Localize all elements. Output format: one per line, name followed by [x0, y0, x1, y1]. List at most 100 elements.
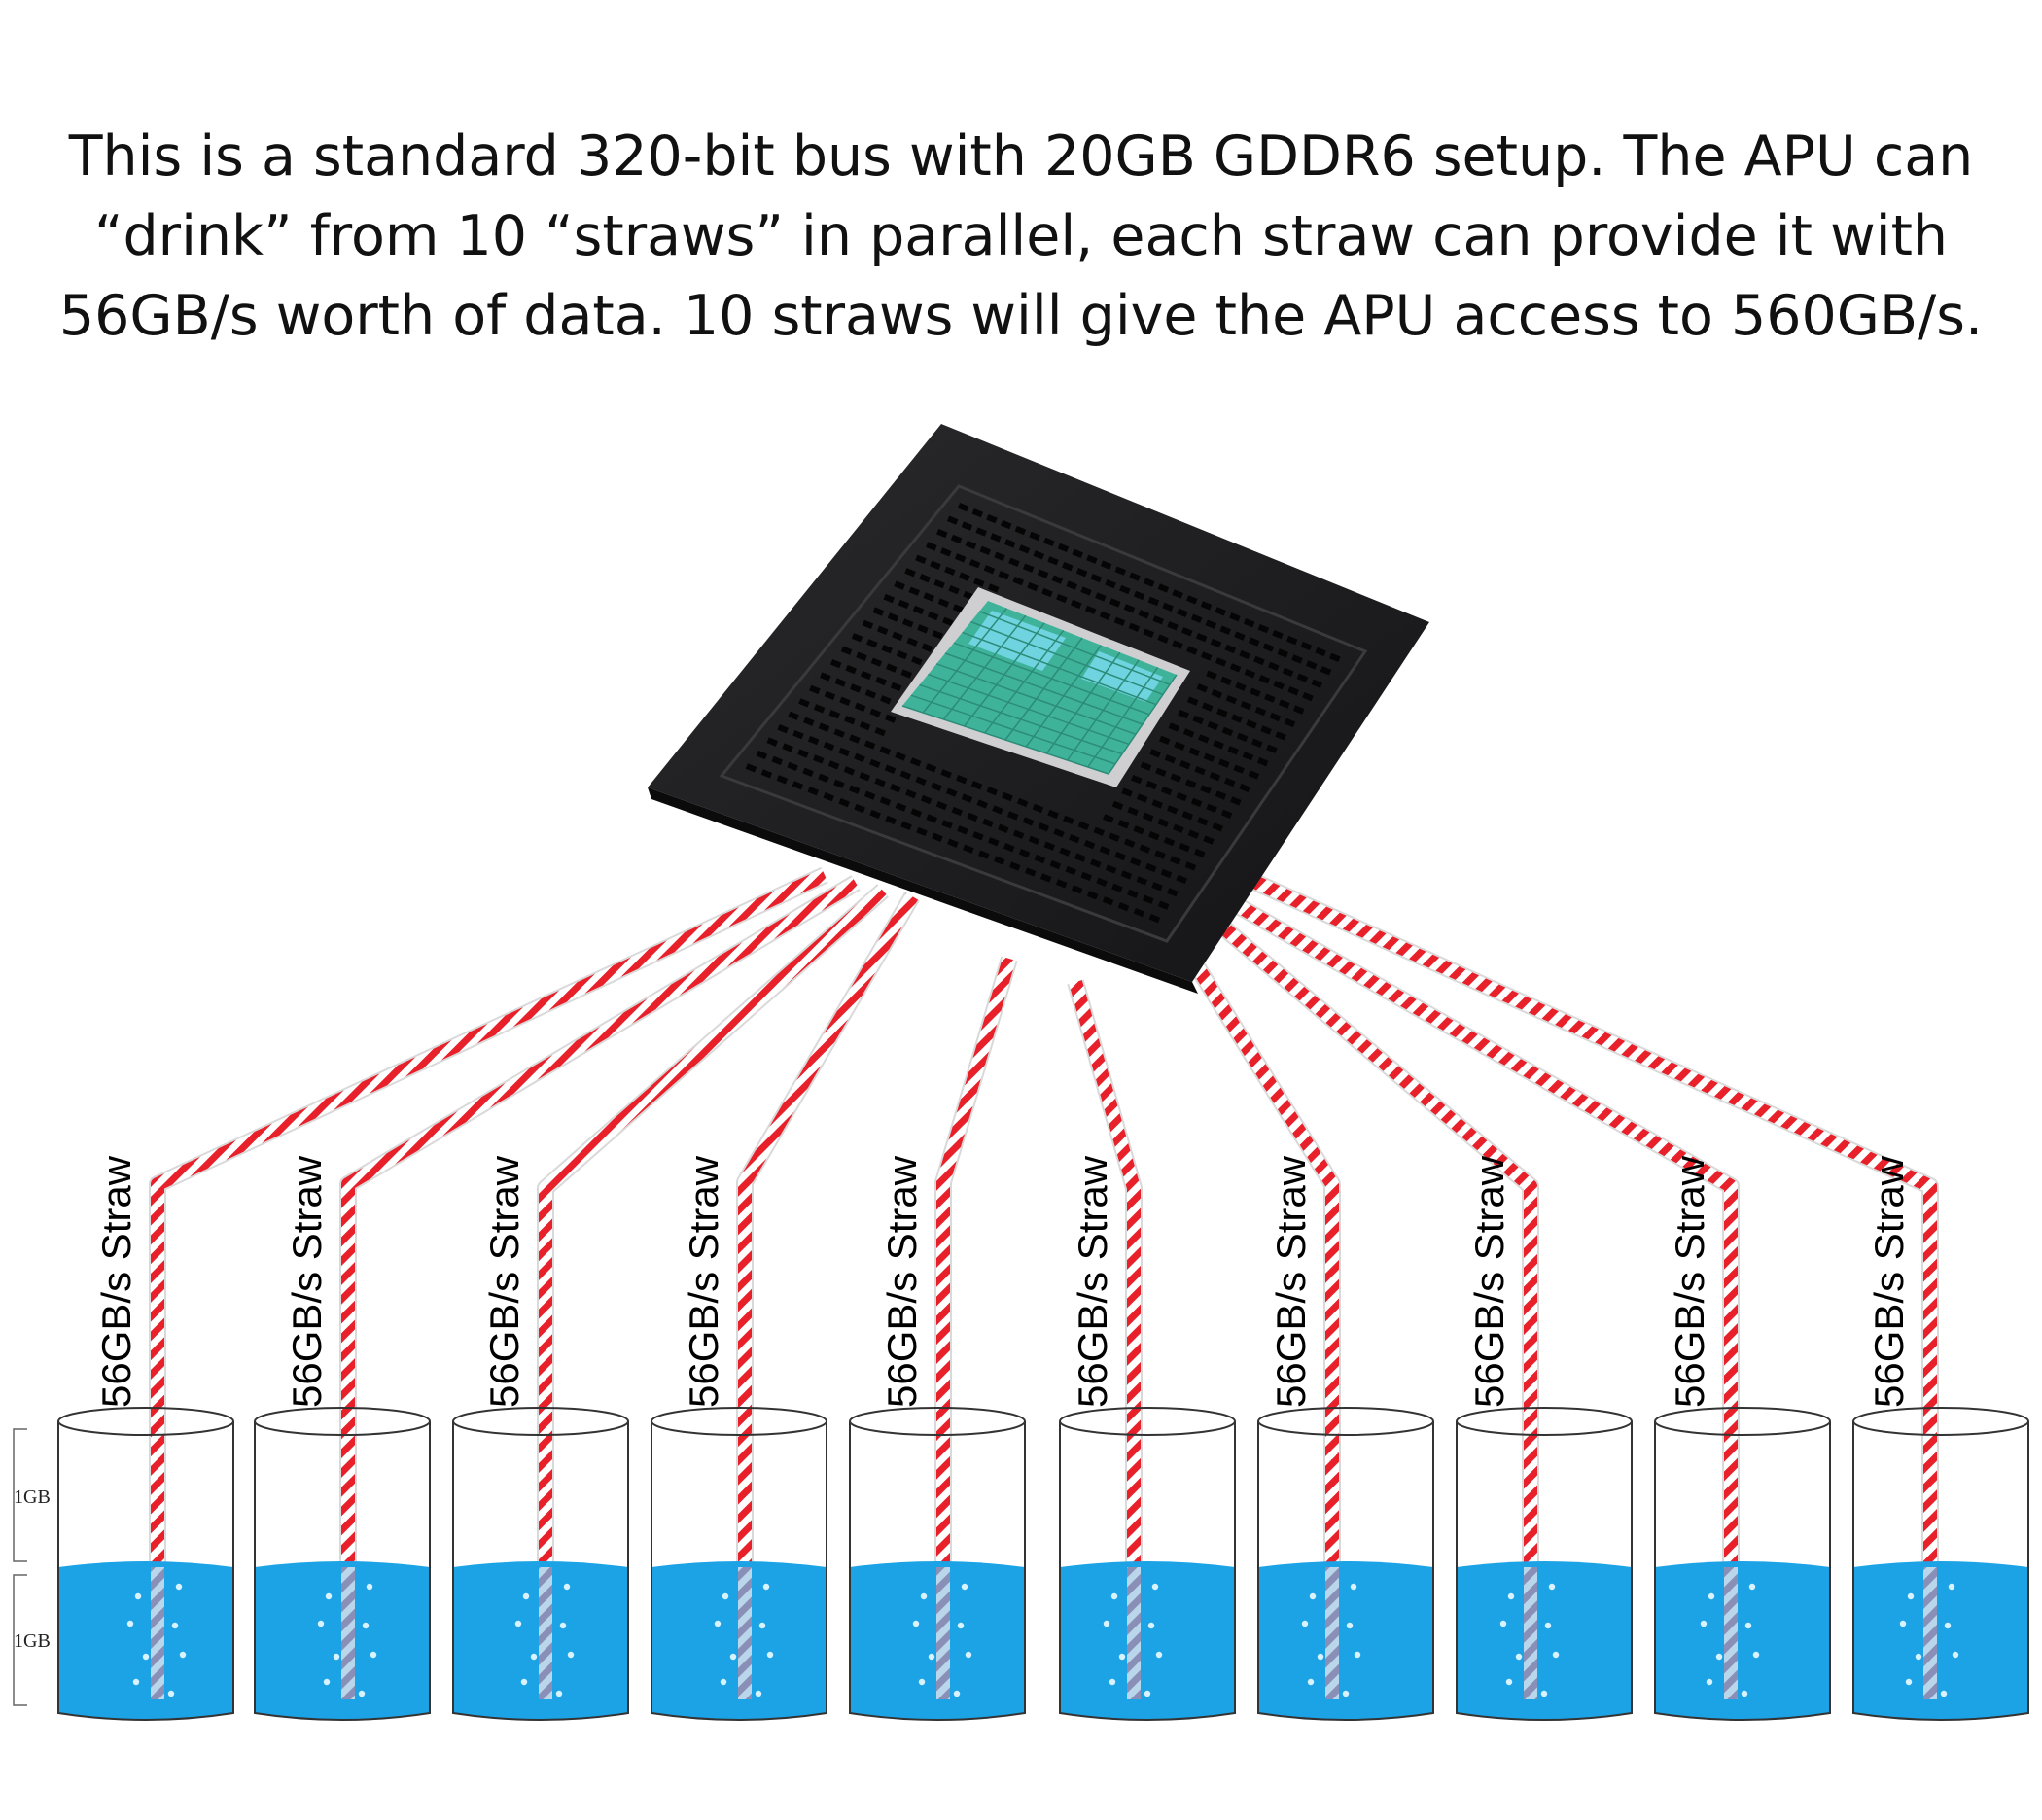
chip-capacitor	[1176, 874, 1187, 885]
bubble	[1752, 1651, 1760, 1659]
bubble	[714, 1620, 722, 1628]
straw-label-10: 56GB/s Straw	[1866, 1155, 1912, 1408]
chip-capacitor	[1105, 578, 1116, 589]
chip-capacitor	[1209, 771, 1221, 782]
chip-capacitor	[937, 598, 950, 608]
chip-capacitor	[1220, 809, 1233, 819]
chip-capacitor	[839, 696, 851, 706]
chip-capacitor	[1056, 593, 1068, 604]
chip-capacitor	[973, 578, 985, 587]
chip-capacitor	[1192, 715, 1204, 725]
bubble	[729, 1653, 737, 1661]
chip-capacitor	[1047, 556, 1059, 566]
bubble	[766, 1651, 774, 1659]
chip-capacitor	[840, 646, 853, 655]
chip-capacitor	[1239, 649, 1250, 660]
chip-capacitor	[854, 803, 865, 814]
bubble	[563, 1583, 571, 1591]
chip-capacitor	[947, 838, 959, 848]
chip-capacitor	[933, 578, 945, 589]
chip-capacitor	[1229, 663, 1242, 673]
cup-rim	[1456, 1407, 1633, 1436]
bubble	[1507, 1592, 1515, 1600]
bubble	[175, 1583, 183, 1591]
chip-capacitor	[988, 837, 1000, 847]
chip-capacitor	[1063, 815, 1074, 825]
chip-capacitor	[766, 737, 779, 747]
chip-capacitor	[900, 669, 912, 679]
chip-capacitor	[1182, 728, 1195, 738]
submerged-straw	[1724, 1567, 1738, 1699]
chip-capacitor	[1296, 673, 1309, 682]
chip-capacitor	[881, 645, 893, 654]
chip-capacitor	[1188, 747, 1201, 756]
chip-capacitor	[1300, 641, 1313, 651]
chip-capacitor	[1032, 803, 1044, 814]
chip-capacitor	[1179, 760, 1191, 770]
straw-label-8: 56GB/s Straw	[1466, 1155, 1512, 1408]
bubble	[920, 1592, 928, 1600]
chip-capacitor	[838, 797, 850, 808]
chip-capacitor	[1133, 907, 1145, 918]
chip-capacitor	[1186, 646, 1198, 655]
chip-capacitor	[1173, 823, 1184, 833]
chip-capacitor	[1234, 631, 1246, 641]
chip-capacitor	[908, 586, 920, 596]
chip-capacitor	[968, 559, 981, 569]
chip-capacitor	[1140, 761, 1152, 771]
chip-capacitor	[1111, 883, 1123, 892]
chip-capacitor	[1009, 861, 1021, 871]
chip-capacitor	[1090, 573, 1103, 583]
chip-capacitor	[998, 823, 1009, 833]
chip-capacitor	[807, 787, 820, 796]
bubble	[522, 1592, 530, 1600]
chip-capacitor	[1282, 667, 1294, 677]
chip-capacitor	[812, 754, 825, 764]
chip-capacitor	[1236, 732, 1249, 743]
chip-capacitor	[1207, 720, 1219, 731]
chip-capacitor	[1291, 654, 1303, 664]
bubble	[1155, 1651, 1163, 1659]
chip-capacitor	[1279, 699, 1290, 709]
chip-capacitor	[1242, 752, 1254, 761]
chip-capacitor	[906, 637, 918, 647]
chip-capacitor	[1127, 806, 1139, 817]
bubble	[171, 1622, 179, 1629]
chip-capacitor	[986, 513, 998, 524]
chip-capacitor	[901, 618, 914, 628]
submerged-straw	[1127, 1567, 1141, 1699]
chip-capacitor	[1174, 741, 1185, 751]
bubble	[1708, 1592, 1715, 1600]
cup-body	[1059, 1421, 1236, 1721]
memory-cup-2	[254, 1407, 431, 1721]
chip-capacitor	[1197, 817, 1209, 826]
chip-capacitor	[1163, 836, 1176, 847]
bubble	[1544, 1622, 1552, 1629]
bubble	[1944, 1622, 1952, 1629]
chip-capacitor	[1024, 867, 1037, 877]
die-line	[928, 673, 1130, 746]
chip-capacitor	[874, 778, 886, 788]
chip-capacitor	[1083, 840, 1096, 850]
chip-capacitor	[987, 583, 1000, 593]
chip-capacitor	[859, 720, 871, 731]
cup-water	[1853, 1561, 2028, 1720]
capacity-scale: 1GB 1GB	[13, 1428, 51, 1706]
chip-capacitor	[1080, 586, 1092, 596]
chip-capacitor	[823, 741, 835, 752]
chip-capacitor	[1170, 773, 1182, 783]
chip-capacitor	[1268, 661, 1280, 672]
caption: This is a standard 320-bit bus with 20GB…	[0, 117, 2042, 356]
chip-capacitor	[1018, 848, 1031, 858]
chip-capacitor	[787, 761, 798, 772]
chip-capacitor	[777, 724, 789, 734]
chip-capacitor	[1029, 531, 1040, 542]
submerged-straw	[151, 1567, 164, 1699]
chip-capacitor	[1198, 734, 1210, 744]
chip-capacitor	[1051, 575, 1064, 584]
chip-capacitor	[1243, 618, 1255, 628]
chip-capacitor	[909, 757, 922, 767]
chip-capacitor	[910, 808, 923, 818]
chip-capacitor	[869, 708, 881, 718]
chip-capacitor	[967, 812, 978, 822]
